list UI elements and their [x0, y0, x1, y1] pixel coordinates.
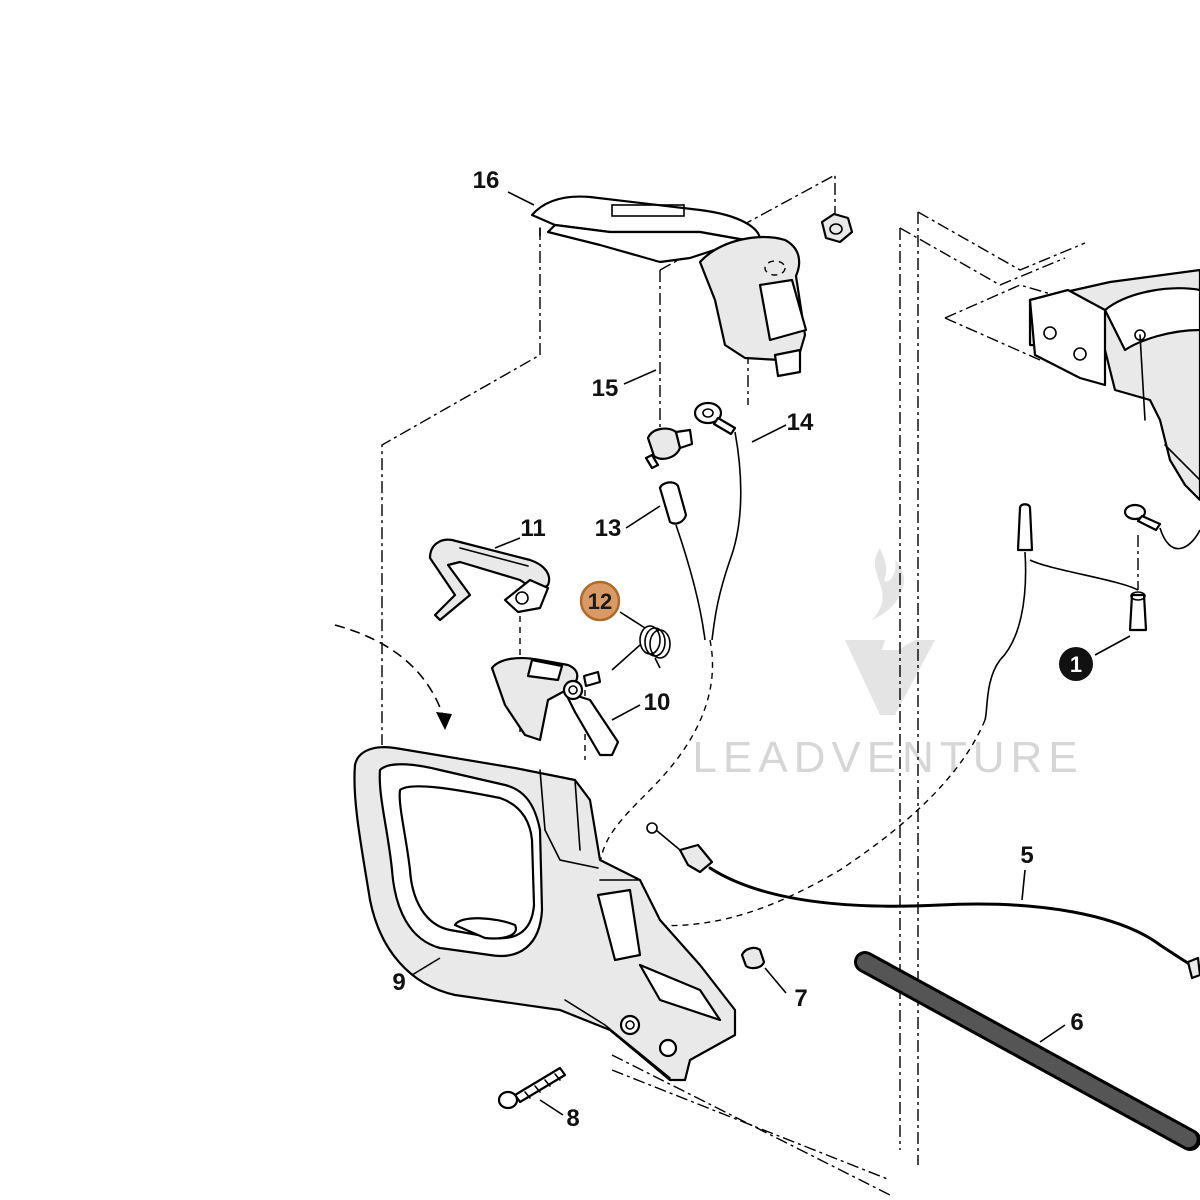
watermark: LEADVENTURE	[692, 548, 1083, 782]
callout-7: 7	[794, 985, 807, 1012]
right-wires	[984, 503, 1200, 721]
part-9-rear-handle	[353, 746, 737, 1082]
callout-1-badge: 1	[1059, 647, 1093, 681]
part-6-conduit	[854, 951, 1200, 1151]
part-10-trigger	[490, 657, 620, 757]
watermark-text: LEADVENTURE	[692, 733, 1083, 782]
motor-housing-right	[1028, 268, 1200, 502]
callout-6: 6	[1070, 1009, 1083, 1036]
callout-13: 13	[595, 515, 622, 542]
leader-lines	[411, 191, 1131, 1116]
part-13-connector	[644, 427, 706, 641]
callout-5: 5	[1020, 842, 1033, 869]
callout-8: 8	[566, 1105, 579, 1132]
callout-14: 14	[787, 409, 814, 436]
part-11-lever	[428, 538, 551, 622]
callout-9: 9	[392, 969, 405, 996]
callout-16: 16	[473, 167, 500, 194]
part-8-screw	[497, 1066, 567, 1110]
nut-top	[820, 212, 854, 244]
callout-12: 12	[588, 589, 612, 614]
callout-15: 15	[592, 375, 619, 402]
callout-1: 1	[1070, 652, 1082, 677]
part-14-ground-wire	[693, 401, 742, 641]
callout-12-highlight: 12	[579, 580, 621, 622]
part-12-spring	[611, 625, 671, 671]
highlight-circle	[579, 580, 621, 622]
part-15-housing-cover	[698, 235, 808, 378]
callout-11: 11	[520, 515, 545, 542]
watermark-logo	[845, 548, 935, 715]
badge-circle	[1059, 647, 1093, 681]
part-5-throttle-cable	[646, 822, 1200, 980]
part-7-nut	[740, 946, 766, 970]
callout-10: 10	[644, 689, 671, 716]
callout-labels: 16 15 14 13 11 12 10 1 5 6 7 8 9	[392, 167, 1093, 1132]
